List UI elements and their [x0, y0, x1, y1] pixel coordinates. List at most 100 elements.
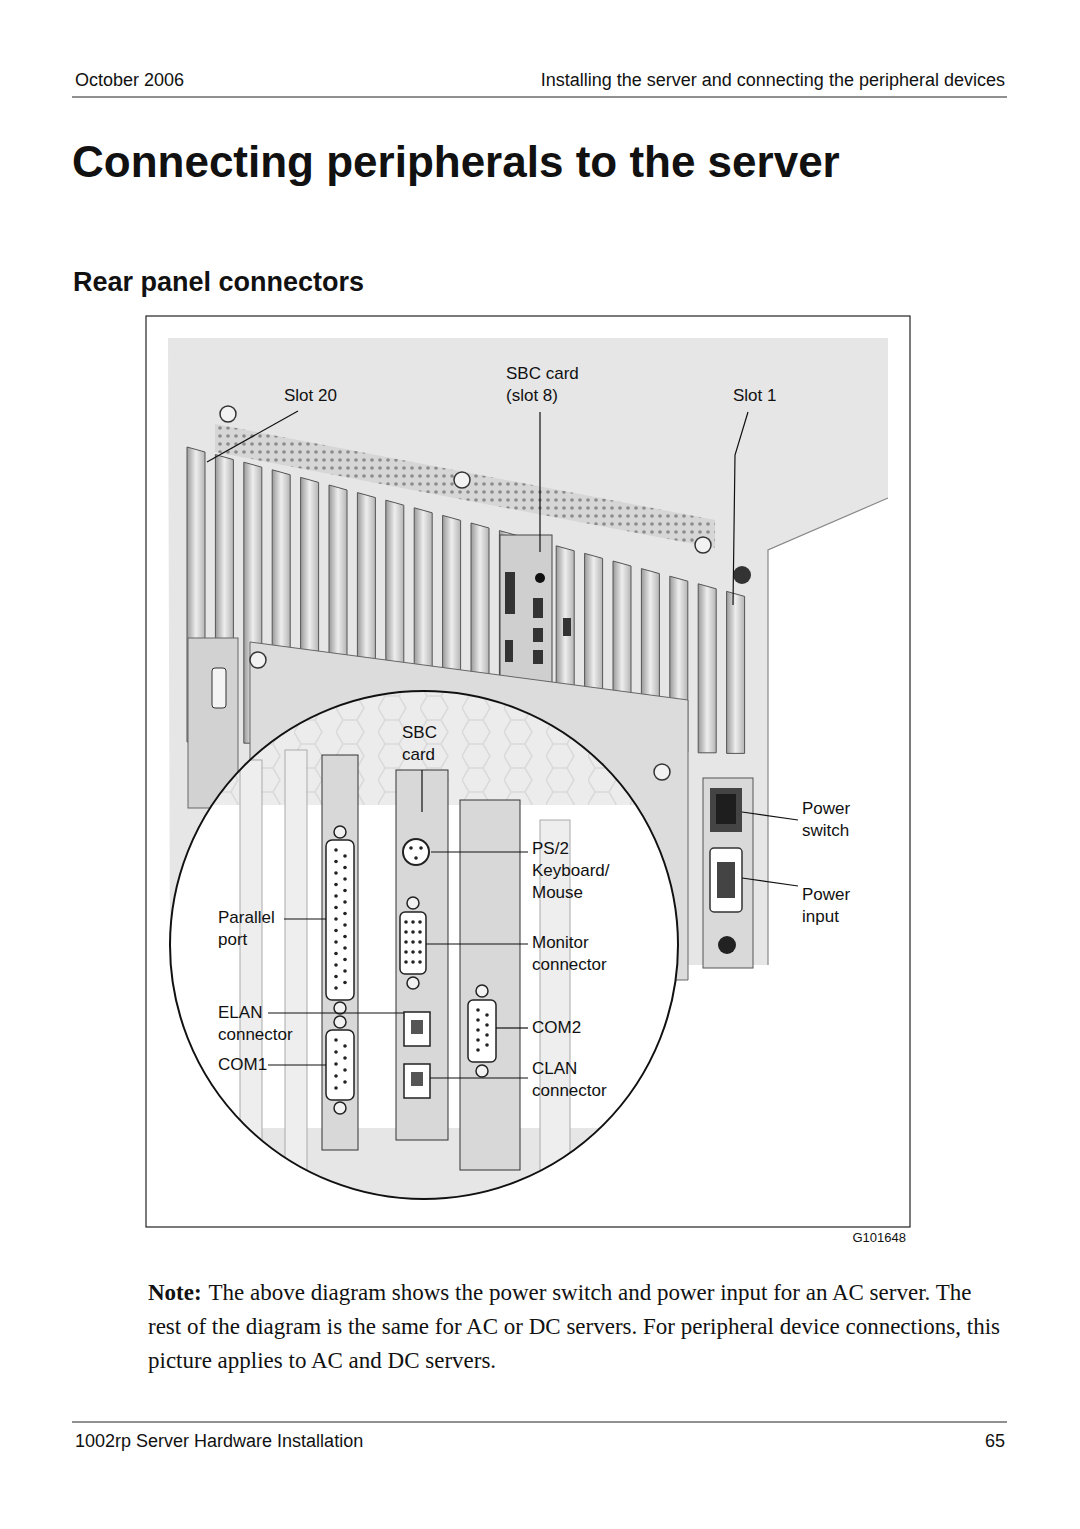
sbc-faceplate	[500, 535, 571, 690]
callout-label: ELAN connector	[218, 1002, 303, 1046]
connector-pin	[418, 960, 422, 964]
ps2-connector	[403, 839, 429, 865]
running-footer: 1002rp Server Hardware Installation	[75, 1431, 363, 1453]
connector-pin	[334, 883, 338, 887]
connector-pin	[343, 854, 347, 858]
connector-pin	[334, 975, 338, 979]
callout-label: Power switch	[802, 798, 864, 842]
lens-ground	[170, 691, 678, 1199]
connector-pin	[404, 950, 408, 954]
section-heading: Rear panel connectors	[73, 266, 364, 298]
connector-pin	[485, 1043, 489, 1047]
callout-label: SBC card (slot 8)	[506, 363, 596, 407]
connector-pin	[343, 912, 347, 916]
leader-line	[431, 851, 528, 852]
note-paragraph: Note:The above diagram shows the power s…	[148, 1276, 1010, 1378]
card-edge	[285, 750, 307, 1190]
page-number: 65	[985, 1431, 1005, 1453]
connector-pin	[411, 920, 415, 924]
figure-id: G101648	[853, 1230, 907, 1246]
connector-pin	[334, 917, 338, 921]
callout-label: CLAN connector	[532, 1058, 617, 1102]
leader-line	[733, 412, 748, 605]
connector-pin	[411, 940, 415, 944]
vga-port	[533, 598, 543, 618]
connector-pin	[411, 930, 415, 934]
running-header: October 2006	[75, 70, 184, 92]
connector-pin	[334, 963, 338, 967]
jack-screws	[334, 826, 488, 1114]
connector-pin	[418, 940, 422, 944]
power-module	[703, 778, 753, 968]
card-slot	[698, 584, 716, 753]
leader-line	[426, 943, 528, 944]
rj45-connector	[404, 1012, 430, 1046]
rj45-opening	[411, 1072, 423, 1086]
rj45-port	[533, 650, 543, 664]
screw	[250, 652, 266, 668]
switch-rocker	[716, 794, 736, 824]
leader-line	[207, 411, 298, 462]
db25-connector	[326, 840, 354, 1000]
connector-pin	[334, 848, 338, 852]
screw	[654, 764, 670, 780]
connector-pin	[404, 920, 408, 924]
sbc-card	[396, 770, 448, 1140]
leader-lines	[207, 411, 798, 1078]
screw	[476, 1065, 488, 1077]
connector-pin	[343, 969, 347, 973]
chassis-edge	[768, 498, 888, 965]
connector-pin	[485, 1023, 489, 1027]
connector-pin	[334, 1038, 338, 1042]
connector-pin	[404, 960, 408, 964]
connector-pin	[334, 871, 338, 875]
connector-pin	[343, 935, 347, 939]
callout-label: Slot 1	[733, 385, 776, 407]
connector-pin	[476, 1028, 480, 1032]
screw	[407, 977, 419, 989]
callout-label: Parallel port	[218, 907, 284, 951]
card-edge	[240, 760, 262, 1200]
io-card	[460, 800, 520, 1170]
connector-pin	[343, 923, 347, 927]
serial-port	[563, 618, 571, 636]
connector-pin	[476, 1008, 480, 1012]
connector-pin	[411, 950, 415, 954]
callout-label: PS/2 Keyboard/ Mouse	[532, 838, 627, 904]
screw	[695, 537, 711, 553]
leader-line	[430, 1077, 528, 1078]
leader-line	[742, 812, 798, 820]
screw	[334, 1016, 346, 1028]
header-rule	[72, 96, 1007, 97]
db9-connector	[326, 1030, 354, 1100]
socket-inner	[717, 862, 735, 898]
connector-pin	[334, 986, 338, 990]
connector-pin	[334, 929, 338, 933]
lens-outline	[170, 691, 678, 1199]
connector-pin	[476, 1038, 480, 1042]
connector-pin	[419, 846, 423, 850]
leader-line	[539, 412, 540, 552]
rj45-port	[533, 628, 543, 642]
db9-connector	[468, 1000, 496, 1062]
sbc-plate	[500, 535, 552, 690]
connector-pin	[476, 1018, 480, 1022]
card-slot	[727, 591, 745, 753]
leader-line	[742, 878, 798, 886]
power-hole	[718, 936, 736, 954]
connector-pin	[334, 906, 338, 910]
connector-pin	[343, 1068, 347, 1072]
leader-line	[284, 918, 326, 919]
connector-pin	[418, 950, 422, 954]
power-panel	[703, 778, 753, 968]
power-switch	[710, 788, 742, 832]
leader-line	[268, 1012, 404, 1013]
screw	[407, 897, 419, 909]
note-text: The above diagram shows the power switch…	[148, 1280, 1000, 1373]
connector-pin	[334, 952, 338, 956]
connector-pin	[334, 940, 338, 944]
running-header: Installing the server and connecting the…	[541, 70, 1005, 92]
connector-pin	[343, 1056, 347, 1060]
leader-line	[268, 1064, 326, 1065]
rj45-connector	[404, 1064, 430, 1098]
